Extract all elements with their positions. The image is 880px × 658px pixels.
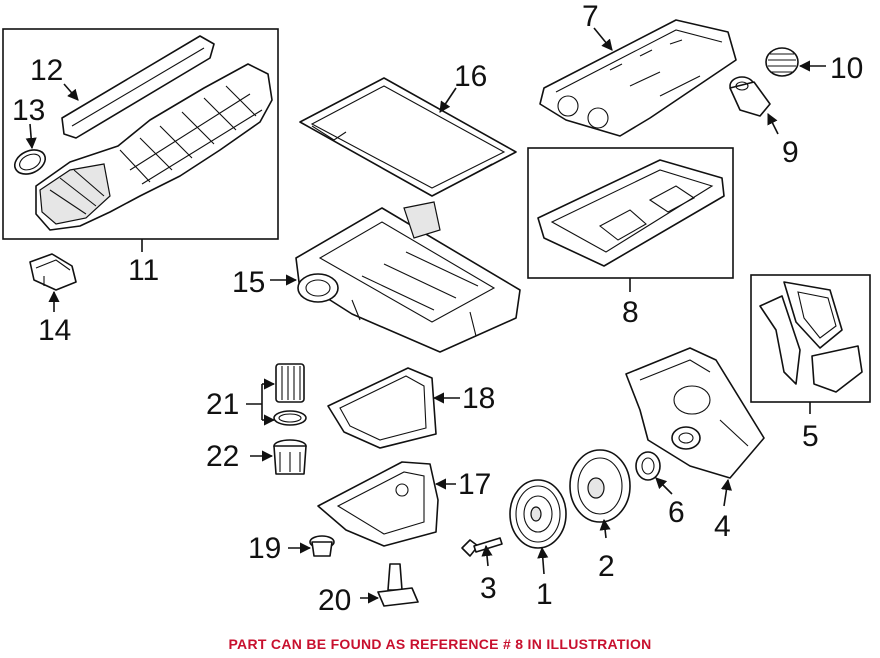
callout-15: 15 [232, 266, 265, 299]
intake-gasket-part-12 [61, 35, 215, 139]
callout-18: 18 [462, 382, 495, 415]
callout-7: 7 [582, 0, 599, 33]
callout-19: 19 [248, 532, 281, 565]
oilpan-gasket-part-16 [299, 77, 517, 197]
timing-cover-part-4 [625, 347, 765, 479]
callout-1: 1 [536, 578, 553, 611]
damper-part-2 [569, 449, 631, 523]
callout-9: 9 [782, 136, 799, 169]
group-box-11 [2, 28, 279, 240]
callout-5: 5 [802, 420, 819, 453]
oil-level-sensor-part-20 [377, 563, 419, 607]
lower-oilpan-part-17 [317, 461, 439, 547]
callout-13: 13 [12, 94, 45, 127]
callout-22: 22 [206, 440, 239, 473]
filter-cap-part-22 [273, 439, 307, 475]
callout-8: 8 [622, 296, 639, 329]
oil-filler-part-9 [729, 76, 771, 117]
callout-2: 2 [598, 550, 615, 583]
reference-note: PART CAN BE FOUND AS REFERENCE # 8 IN IL… [228, 636, 652, 652]
valve-cover-part-7 [539, 19, 737, 137]
sensor-part-14 [29, 253, 77, 291]
lower-gasket-part-18 [327, 367, 437, 449]
pulley-part-1 [509, 479, 567, 549]
seal-part-6 [635, 451, 661, 481]
callout-12: 12 [30, 54, 63, 87]
callout-3: 3 [480, 572, 497, 605]
oilpan-upper-part-15 [295, 201, 521, 353]
oil-filter-part-21 [273, 363, 307, 426]
callout-10: 10 [830, 52, 863, 85]
bolt-part-3 [461, 537, 503, 557]
callout-11: 11 [128, 254, 159, 287]
timing-gaskets-part-5 [759, 281, 863, 393]
callout-21: 21 [206, 388, 239, 421]
callout-20: 20 [318, 584, 351, 617]
callout-4: 4 [714, 510, 731, 543]
callout-6: 6 [668, 496, 685, 529]
callout-17: 17 [458, 468, 491, 501]
intake-manifold-part-11 [35, 63, 273, 231]
oring-part-13 [13, 149, 47, 175]
callout-16: 16 [454, 60, 487, 93]
callout-14: 14 [38, 314, 71, 347]
oil-cap-part-10 [765, 47, 799, 77]
valve-cover-gasket-part-8 [537, 159, 725, 267]
drain-plug-part-19 [309, 535, 335, 557]
